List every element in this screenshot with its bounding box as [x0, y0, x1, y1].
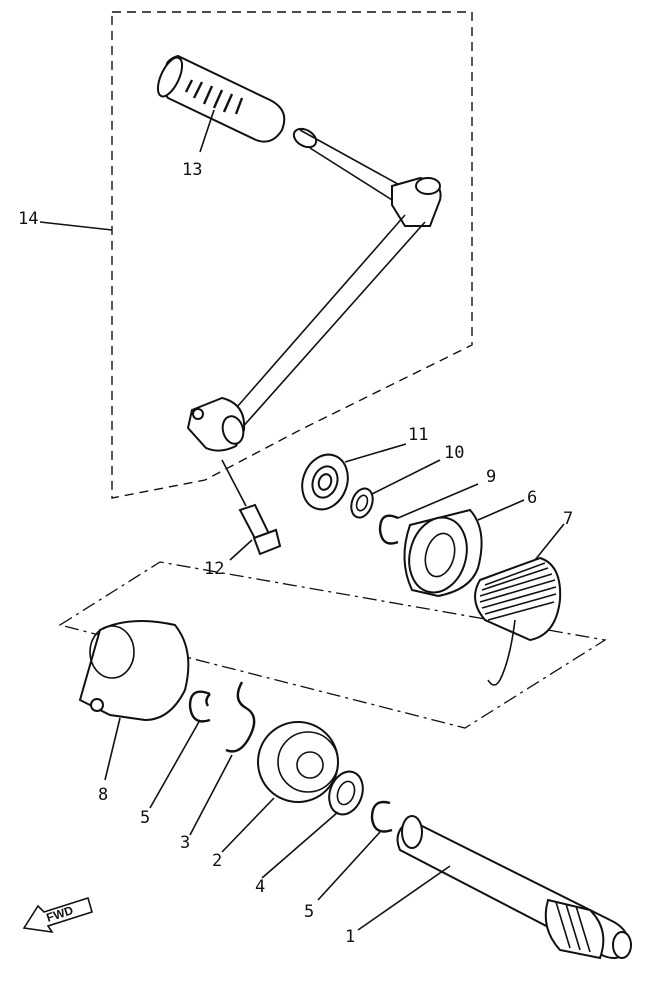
shaft-group-boundary: [58, 561, 607, 729]
callout-5-right: 5: [304, 902, 314, 922]
circlip-9: [378, 514, 399, 545]
callout-5-left: 5: [140, 808, 150, 828]
callout-4: 4: [255, 877, 265, 897]
callout-10: 10: [444, 443, 464, 463]
kick-arm: [186, 127, 442, 452]
callout-2: 2: [212, 851, 222, 871]
circlip-5-left: [188, 690, 211, 723]
callout-6: 6: [527, 488, 537, 508]
housing: [78, 620, 190, 722]
gear: [257, 721, 339, 803]
kick-shaft: [396, 815, 632, 960]
spring-clip: [225, 681, 256, 753]
callout-3: 3: [180, 833, 190, 853]
callout-7: 7: [563, 509, 573, 529]
callout-12: 13: [182, 160, 202, 180]
bearing: [301, 453, 349, 511]
callout-9: 9: [486, 467, 496, 487]
kick-grip: [156, 54, 286, 143]
washer: [350, 487, 374, 519]
torsion-spring: [474, 556, 562, 686]
spring-cover: [403, 508, 483, 598]
callout-1: 1: [345, 927, 355, 947]
kick-arm-group-boundary: [111, 11, 473, 499]
washer-4: [328, 770, 364, 816]
circlip-5-right: [370, 800, 393, 833]
leader-lines: [39, 109, 565, 931]
callout-8: 8: [98, 785, 108, 805]
bolt: [221, 459, 282, 556]
callout-13: 12: [204, 559, 224, 579]
callout-11: 14: [18, 209, 38, 229]
fwd-arrow-marker: FWD: [22, 896, 93, 934]
callout-14: 11: [408, 425, 428, 445]
